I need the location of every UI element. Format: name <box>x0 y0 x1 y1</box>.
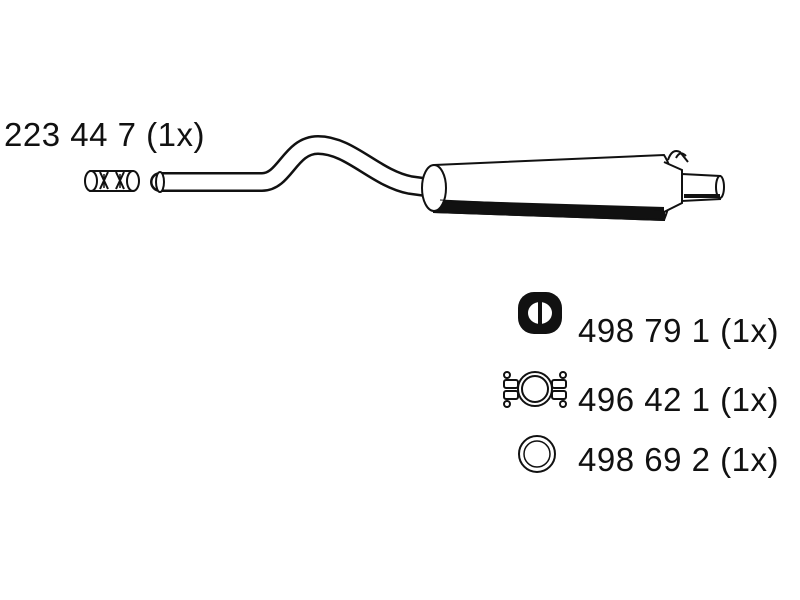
part-code-main: 223 44 7 (1x) <box>4 116 205 153</box>
part-code-ring: 498 69 2 (1x) <box>578 441 779 478</box>
exhaust-pipe <box>150 135 442 198</box>
pipe-clamp-icon <box>503 371 567 408</box>
rubber-hanger-icon <box>518 292 562 334</box>
muffler <box>421 150 725 222</box>
part-code-clamp: 496 42 1 (1x) <box>578 381 779 418</box>
seal-ring-icon <box>518 435 556 473</box>
part-code-hanger: 498 79 1 (1x) <box>578 312 779 349</box>
connector-sleeve-icon <box>84 170 140 192</box>
